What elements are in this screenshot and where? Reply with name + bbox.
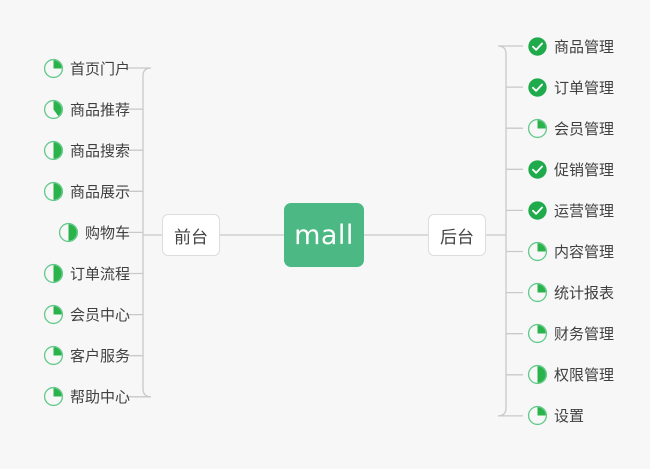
pie-progress-icon <box>527 283 548 303</box>
leaf-node-backend-8[interactable]: 权限管理 <box>527 362 614 388</box>
leaf-node-backend-1[interactable]: 订单管理 <box>527 74 614 100</box>
leaf-node-backend-6[interactable]: 统计报表 <box>527 280 614 306</box>
leaf-node-label: 会员中心 <box>69 306 130 325</box>
leaf-node-label: 运营管理 <box>554 201 615 220</box>
pie-progress-icon <box>43 181 64 201</box>
leaf-node-label: 首页门户 <box>69 59 130 78</box>
leaf-node-label: 商品展示 <box>69 182 130 201</box>
pie-progress-icon <box>43 387 64 407</box>
leaf-node-label: 订单流程 <box>69 265 130 283</box>
branch-node-backend[interactable]: 后台 <box>428 214 486 256</box>
leaf-node-label: 设置 <box>554 407 585 426</box>
pie-progress-icon <box>43 263 64 284</box>
pie-progress-icon <box>527 324 548 344</box>
pie-progress-icon <box>58 222 79 242</box>
leaf-node-backend-3[interactable]: 促销管理 <box>527 156 614 182</box>
leaf-node-frontend-1[interactable]: 商品推荐 <box>43 96 130 122</box>
leaf-node-label: 购物车 <box>84 223 130 242</box>
pie-progress-icon <box>527 118 548 138</box>
pie-progress-icon <box>527 241 548 262</box>
check-circle-icon <box>528 201 547 220</box>
leaf-node-label: 促销管理 <box>554 160 615 179</box>
leaf-node-frontend-4[interactable]: 购物车 <box>58 219 130 245</box>
leaf-node-label: 客户服务 <box>69 347 130 366</box>
branch-node-backend-label: 后台 <box>440 227 474 248</box>
leaf-node-label: 帮助中心 <box>69 388 130 407</box>
leaf-node-backend-5[interactable]: 内容管理 <box>527 239 614 265</box>
leaf-node-label: 商品推荐 <box>69 100 130 119</box>
connector-segment <box>497 45 523 417</box>
leaf-node-label: 权限管理 <box>554 366 615 385</box>
leaf-node-frontend-6[interactable]: 会员中心 <box>43 302 130 328</box>
pie-progress-icon <box>527 406 548 426</box>
leaf-node-backend-4[interactable]: 运营管理 <box>527 197 614 223</box>
leaf-node-frontend-0[interactable]: 首页门户 <box>43 55 130 81</box>
pie-progress-icon <box>43 99 64 119</box>
branch-node-frontend[interactable]: 前台 <box>162 214 220 256</box>
center-node-mall[interactable]: mall <box>284 203 364 267</box>
leaf-node-frontend-5[interactable]: 订单流程 <box>43 261 130 287</box>
center-node-label: mall <box>294 219 354 251</box>
leaf-node-label: 会员管理 <box>554 119 615 138</box>
leaf-node-frontend-3[interactable]: 商品展示 <box>43 178 130 204</box>
check-circle-icon <box>528 36 547 56</box>
leaf-node-label: 内容管理 <box>554 243 615 261</box>
leaf-node-label: 财务管理 <box>554 325 615 344</box>
leaf-node-label: 统计报表 <box>554 284 615 303</box>
leaf-node-frontend-7[interactable]: 客户服务 <box>43 343 130 369</box>
leaf-node-backend-7[interactable]: 财务管理 <box>527 321 614 347</box>
check-circle-icon <box>528 77 547 97</box>
leaf-node-backend-0[interactable]: 商品管理 <box>527 33 614 59</box>
pie-progress-icon <box>43 140 64 160</box>
pie-progress-icon <box>43 58 64 78</box>
check-circle-icon <box>528 160 547 179</box>
leaf-node-label: 订单管理 <box>554 78 615 97</box>
leaf-node-frontend-2[interactable]: 商品搜索 <box>43 137 130 163</box>
leaf-node-backend-2[interactable]: 会员管理 <box>527 115 614 141</box>
leaf-node-backend-9[interactable]: 设置 <box>527 403 584 429</box>
pie-progress-icon <box>43 346 64 366</box>
leaf-node-label: 商品管理 <box>554 37 615 56</box>
branch-node-frontend-label: 前台 <box>174 227 208 248</box>
pie-progress-icon <box>527 365 548 385</box>
leaf-node-frontend-8[interactable]: 帮助中心 <box>43 384 130 410</box>
pie-progress-icon <box>43 305 64 325</box>
leaf-node-label: 商品搜索 <box>69 141 130 160</box>
